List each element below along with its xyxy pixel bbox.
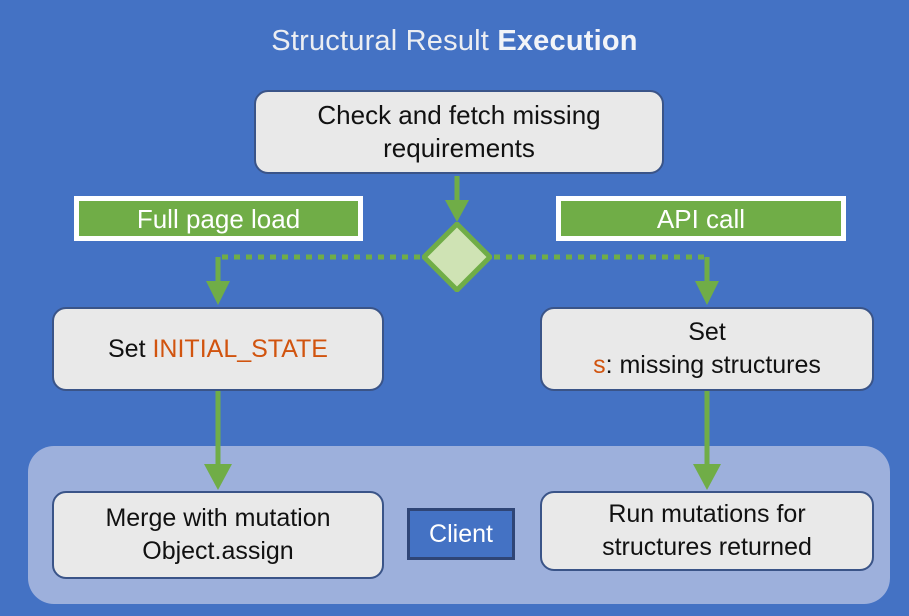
arrowhead-decision-to-initial — [206, 281, 230, 305]
title-prefix: Structural Result — [271, 25, 498, 57]
node-set-missing-structures-line2: : missing structures — [605, 351, 821, 379]
node-set-missing-structures-highlight: s — [593, 351, 606, 379]
decision-diamond-shape — [422, 222, 492, 292]
node-set-missing-structures-line1: Set — [688, 318, 726, 346]
decision-diamond[interactable] — [422, 222, 492, 292]
client-badge-label: Client — [429, 520, 493, 548]
node-check-text: Check and fetch missing requirements — [317, 99, 600, 165]
client-badge[interactable]: Client — [407, 508, 515, 560]
node-set-missing-structures[interactable]: Set s: missing structures — [540, 307, 874, 391]
branch-label-full-page-load-text: Full page load — [136, 203, 301, 234]
node-check-line2: requirements — [383, 133, 535, 163]
title-emphasis: Execution — [497, 25, 638, 57]
node-merge-line2: Object.assign — [142, 537, 294, 565]
node-set-initial-state-prefix: Set — [108, 334, 153, 363]
node-merge-line1: Merge with mutation — [105, 504, 331, 532]
branch-label-full-page-load[interactable]: Full page load — [74, 196, 363, 241]
node-merge-with-mutation-text: Merge with mutation Object.assign — [105, 502, 330, 568]
arrowhead-check-to-decision — [445, 200, 469, 222]
branch-label-api-call-text: API call — [656, 203, 746, 234]
page-title: Structural Result Execution — [0, 22, 909, 60]
node-run-mutations-line1: Run mutations for — [608, 500, 806, 528]
node-run-mutations[interactable]: Run mutations for structures returned — [540, 491, 874, 571]
arrowhead-decision-to-setmissing — [695, 281, 719, 305]
node-merge-with-mutation[interactable]: Merge with mutation Object.assign — [52, 491, 384, 579]
node-check-line1: Check and fetch missing — [317, 100, 601, 130]
node-run-mutations-line2: structures returned — [602, 533, 812, 561]
node-set-initial-state-highlight: INITIAL_STATE — [152, 334, 328, 363]
node-set-missing-structures-text: Set s: missing structures — [593, 316, 821, 382]
node-check-and-fetch[interactable]: Check and fetch missing requirements — [254, 90, 664, 174]
node-run-mutations-text: Run mutations for structures returned — [602, 498, 812, 564]
node-set-initial-state[interactable]: Set INITIAL_STATE — [52, 307, 384, 391]
node-set-initial-state-text: Set INITIAL_STATE — [108, 333, 328, 366]
branch-label-api-call[interactable]: API call — [556, 196, 846, 241]
